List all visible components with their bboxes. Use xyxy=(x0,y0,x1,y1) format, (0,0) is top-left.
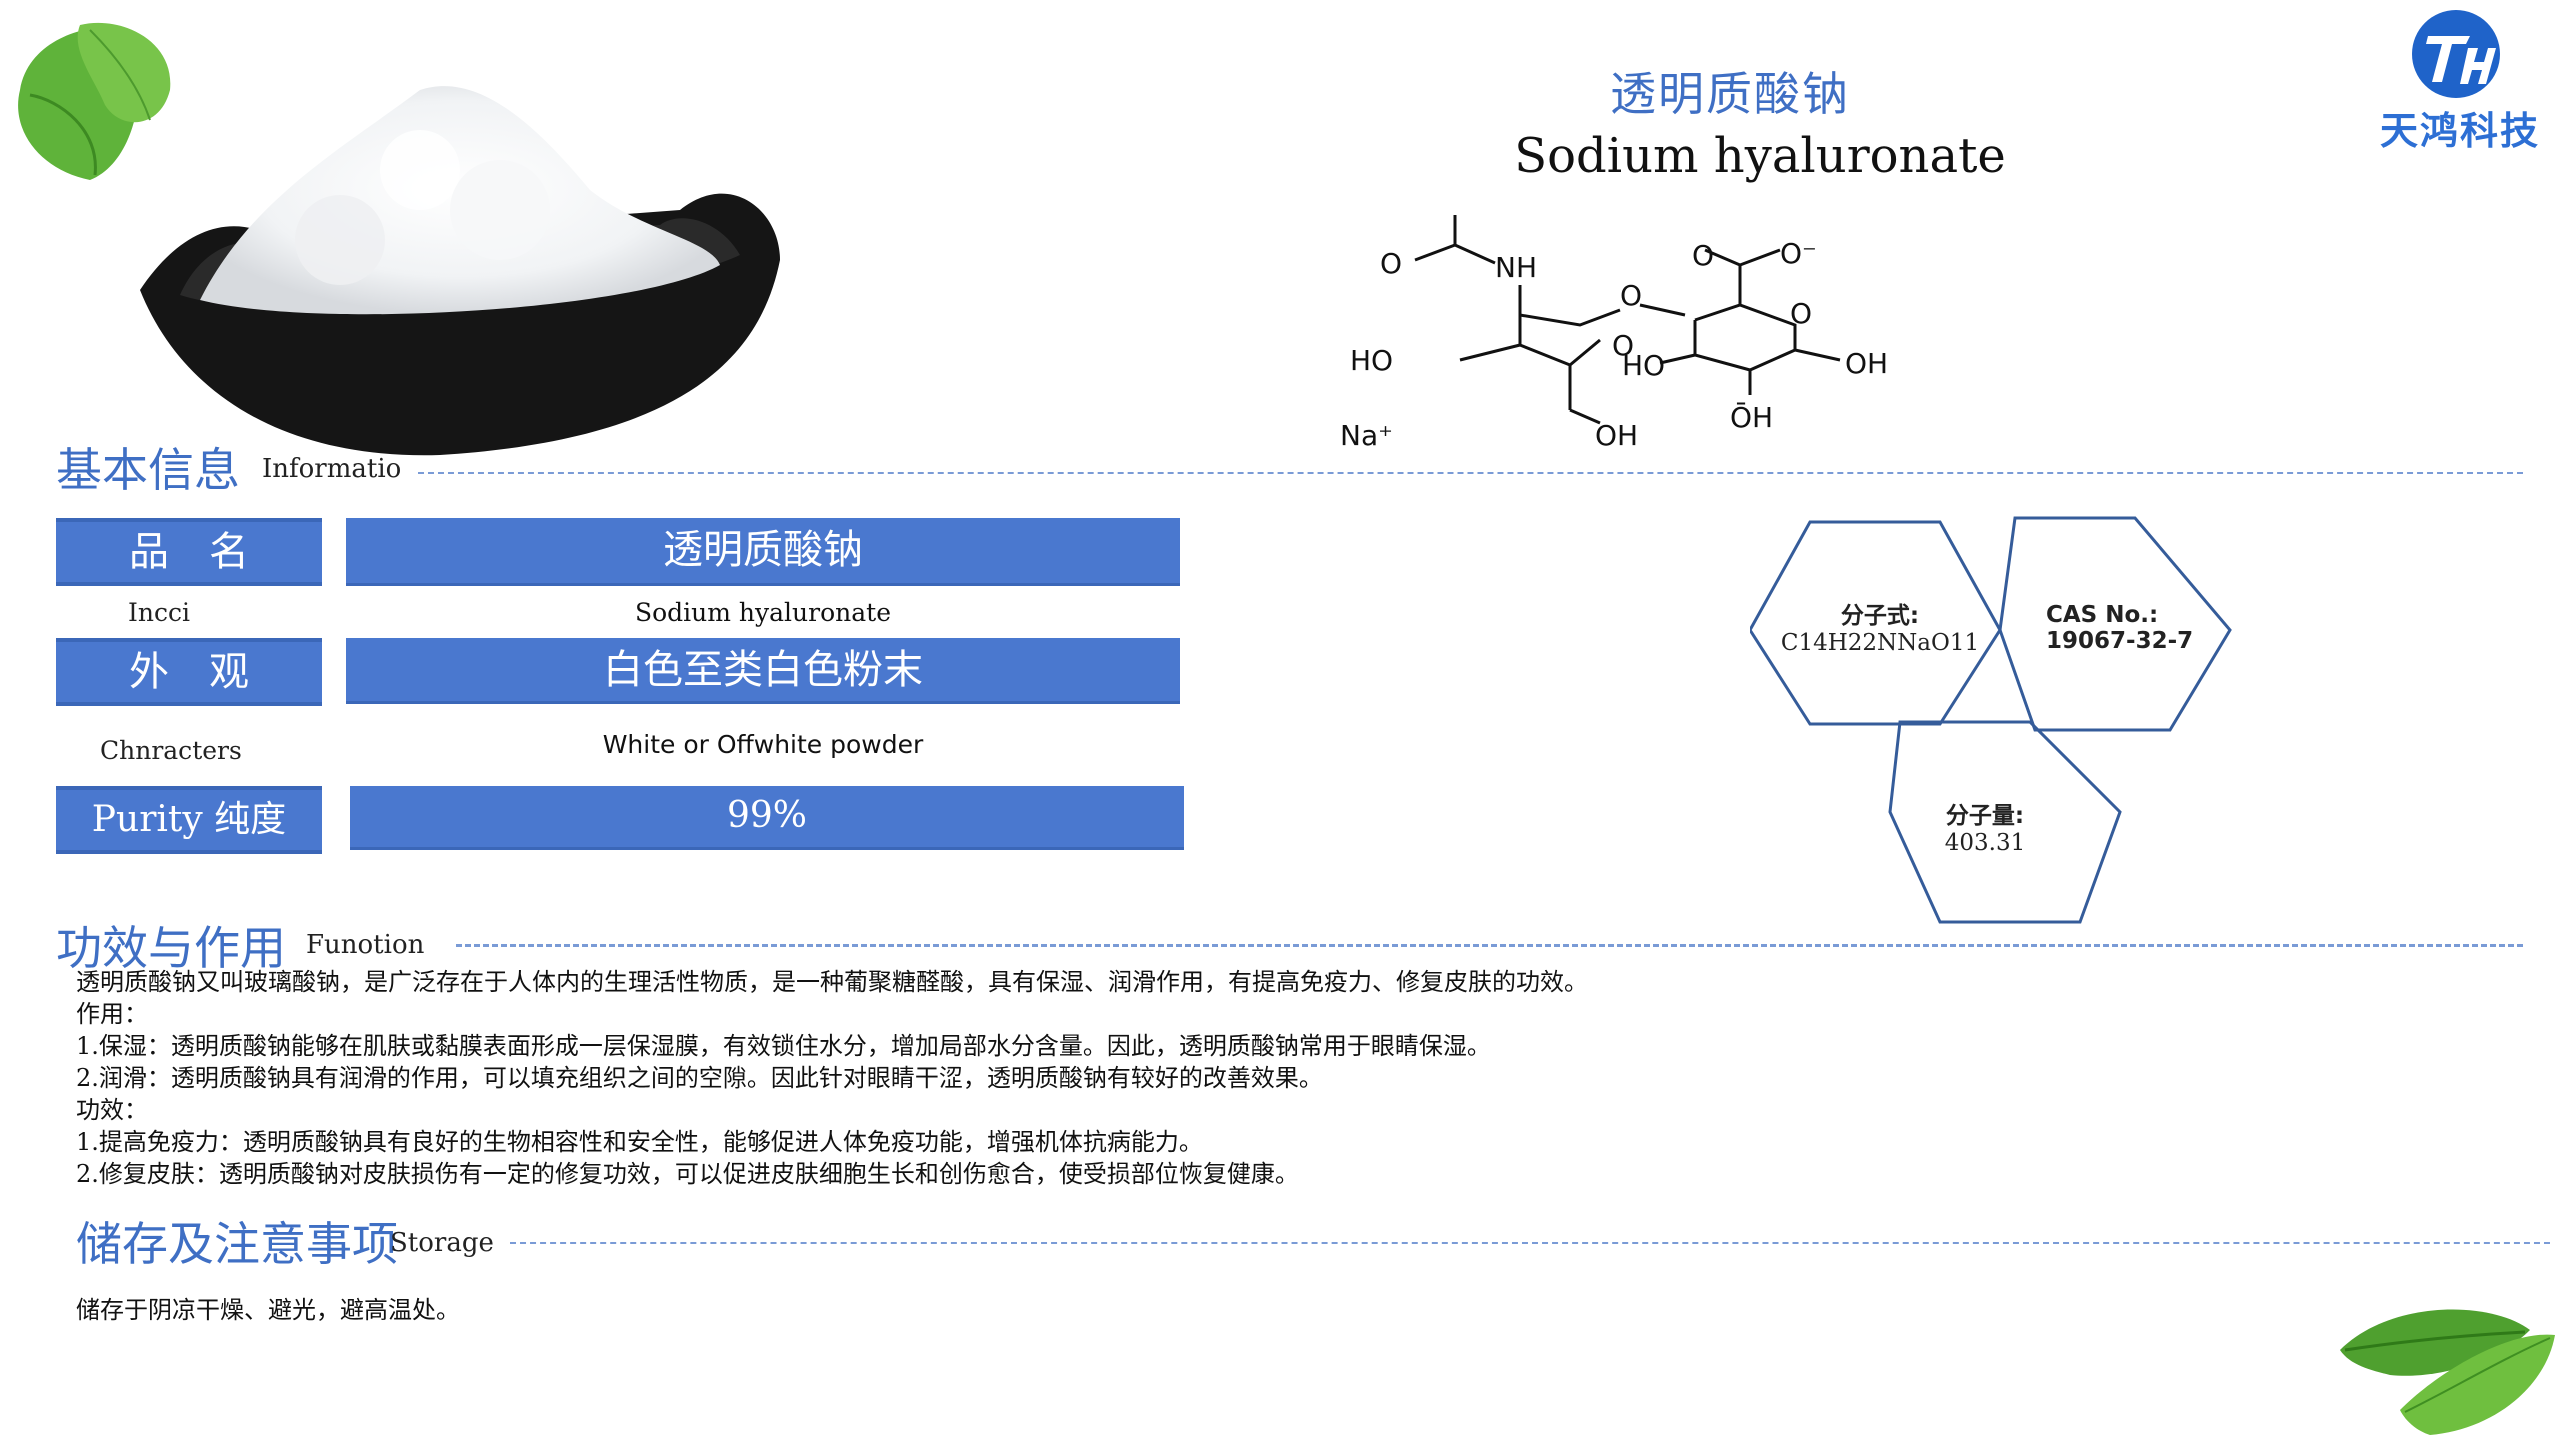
section-divider xyxy=(510,1242,2550,1244)
section-subtitle-basic: Informatio xyxy=(262,454,402,484)
svg-text:Na⁺: Na⁺ xyxy=(1340,419,1393,452)
label-product-name: 品 名 xyxy=(56,518,322,586)
weight-label: 分子量: xyxy=(1945,803,2025,829)
section-divider xyxy=(456,944,2523,947)
svg-text:O: O xyxy=(1620,279,1642,312)
product-title-cn: 透明质酸钠 xyxy=(1610,67,1850,121)
function-line: 2.润滑：透明质酸钠具有润滑的作用，可以填充组织之间的空隙。因此针对眼睛干涩，透… xyxy=(76,1064,1323,1092)
powder-bowl-image xyxy=(140,86,780,456)
function-line: 2.修复皮肤：透明质酸钠对皮肤损伤有一定的修复功效，可以促进皮肤细胞生长和创伤愈… xyxy=(76,1160,1299,1188)
cas-label: CAS No.: xyxy=(2046,602,2159,628)
hexagon-cluster xyxy=(1750,516,2232,924)
svg-text:ŌH: ŌH xyxy=(1730,400,1773,434)
hexagon-formula: 分子式: C14H22NNaO11 xyxy=(1768,596,1992,656)
function-line: 1.保湿：透明质酸钠能够在肌肤或黏膜表面形成一层保湿膜，有效锁住水分，增加局部水… xyxy=(76,1032,1491,1060)
function-line: 作用： xyxy=(76,1000,148,1028)
label-appearance: 外 观 xyxy=(56,638,322,706)
leaf-icon xyxy=(18,22,171,181)
hexagon-cas: CAS No.: 19067-32-7 xyxy=(2046,602,2246,654)
svg-text:O: O xyxy=(1380,247,1402,280)
subvalue-characters: White or Offwhite powder xyxy=(602,730,924,759)
section-title-basic: 基本信息 xyxy=(56,443,240,497)
formula-label: 分子式: xyxy=(1840,603,1920,629)
sublabel-incci: Incci xyxy=(128,598,190,627)
hexagon-weight: 分子量: 403.31 xyxy=(1900,796,2070,856)
function-line: 1.提高免疫力：透明质酸钠具有良好的生物相容性和安全性，能够促进人体免疫功能，增… xyxy=(76,1128,1203,1156)
svg-text:HO: HO xyxy=(1350,344,1393,377)
svg-text:O: O xyxy=(1790,297,1812,330)
section-subtitle-function: Funotion xyxy=(306,930,425,960)
svg-text:O: O xyxy=(1692,239,1714,272)
cas-value: 19067-32-7 xyxy=(2046,628,2194,654)
section-title-storage: 储存及注意事项 xyxy=(76,1217,398,1271)
product-title-en: Sodium hyaluronate xyxy=(1514,128,2006,184)
molecule-structure-diagram: O NH O O O O⁻ O HO HO OH ŌH OH Na⁺ xyxy=(1340,215,1888,452)
section-subtitle-storage: Storage xyxy=(390,1228,494,1258)
svg-text:OH: OH xyxy=(1595,419,1638,452)
sublabel-characters: Chnracters xyxy=(100,736,242,765)
value-purity: 99% xyxy=(350,786,1184,850)
svg-text:O: O xyxy=(1612,329,1634,362)
svg-text:OH: OH xyxy=(1845,347,1888,380)
th-logo-icon xyxy=(2412,10,2500,98)
subvalue-incci: Sodium hyaluronate xyxy=(634,598,891,627)
formula-value: C14H22NNaO11 xyxy=(1780,630,1980,656)
svg-text:NH: NH xyxy=(1495,251,1537,284)
logo-text: 天鸿科技 xyxy=(2379,109,2540,153)
section-divider xyxy=(418,472,2523,474)
function-text: 透明质酸钠又叫玻璃酸钠，是广泛存在于人体内的生理活性物质，是一种葡聚糖醛酸，具有… xyxy=(76,966,1976,1190)
function-line: 透明质酸钠又叫玻璃酸钠，是广泛存在于人体内的生理活性物质，是一种葡聚糖醛酸，具有… xyxy=(76,968,1588,996)
value-appearance: 白色至类白色粉末 xyxy=(346,638,1180,704)
label-purity: Purity 纯度 xyxy=(56,786,322,854)
leaf-icon xyxy=(2340,1309,2555,1435)
section-title-function: 功效与作用 xyxy=(56,921,286,975)
value-product-name: 透明质酸钠 xyxy=(346,518,1180,586)
storage-text: 储存于阴凉干燥、避光，避高温处。 xyxy=(76,1296,460,1324)
function-line: 功效： xyxy=(76,1096,148,1124)
svg-text:HO: HO xyxy=(1622,349,1665,382)
svg-text:O⁻: O⁻ xyxy=(1780,237,1817,270)
weight-value: 403.31 xyxy=(1944,830,2026,856)
